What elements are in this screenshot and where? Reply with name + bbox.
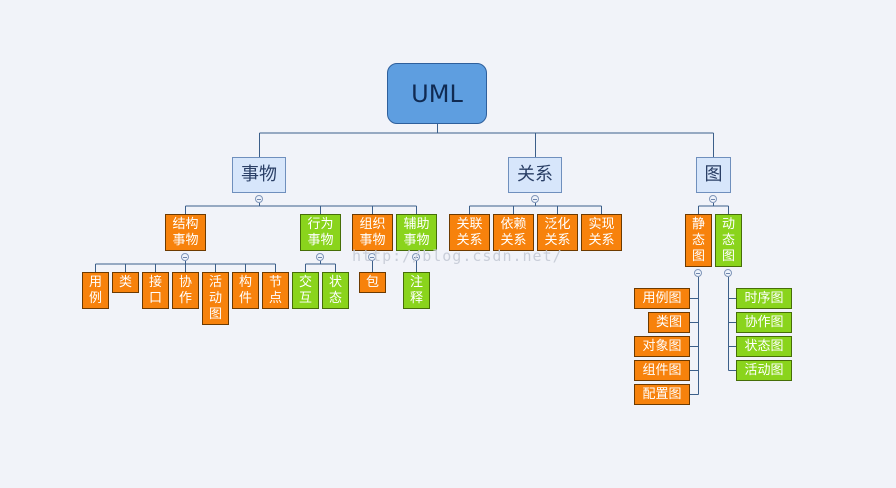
- dynamic-diagram-item[interactable]: 活动图: [736, 360, 792, 381]
- root-node-uml[interactable]: UML: [387, 63, 487, 124]
- collapse-diagrams[interactable]: [709, 195, 717, 203]
- collapse-grouping[interactable]: [368, 253, 376, 261]
- collapse-static[interactable]: [694, 269, 702, 277]
- node-grouping-things[interactable]: 组织事物: [352, 214, 393, 251]
- category-relations[interactable]: 关系: [508, 157, 562, 193]
- relation-dependency[interactable]: 依赖关系: [493, 214, 534, 251]
- collapse-behavioral[interactable]: [316, 253, 324, 261]
- grouping-child[interactable]: 包: [359, 272, 386, 293]
- structural-child[interactable]: 活动图: [202, 272, 229, 325]
- behavioral-child[interactable]: 状态: [322, 272, 349, 309]
- node-structural-things[interactable]: 结构事物: [165, 214, 206, 251]
- watermark: http://blog.csdn.net/: [352, 247, 563, 265]
- static-diagram-item[interactable]: 组件图: [634, 360, 690, 381]
- static-diagram-item[interactable]: 用例图: [634, 288, 690, 309]
- node-dynamic-diagrams[interactable]: 动态图: [715, 214, 742, 267]
- relation-generalization[interactable]: 泛化关系: [537, 214, 578, 251]
- relation-realization[interactable]: 实现关系: [581, 214, 622, 251]
- node-behavioral-things[interactable]: 行为事物: [300, 214, 341, 251]
- static-diagram-item[interactable]: 对象图: [634, 336, 690, 357]
- structural-child[interactable]: 接口: [142, 272, 169, 309]
- structural-child[interactable]: 类: [112, 272, 139, 293]
- behavioral-child[interactable]: 交互: [292, 272, 319, 309]
- dynamic-diagram-item[interactable]: 时序图: [736, 288, 792, 309]
- annotational-child[interactable]: 注释: [403, 272, 430, 309]
- static-diagram-item[interactable]: 配置图: [634, 384, 690, 405]
- collapse-structural[interactable]: [181, 253, 189, 261]
- collapse-dynamic[interactable]: [724, 269, 732, 277]
- category-diagrams[interactable]: 图: [696, 157, 731, 193]
- structural-child[interactable]: 协作: [172, 272, 199, 309]
- node-static-diagrams[interactable]: 静态图: [685, 214, 712, 267]
- collapse-annotational[interactable]: [412, 253, 420, 261]
- relation-association[interactable]: 关联关系: [449, 214, 490, 251]
- collapse-things[interactable]: [255, 195, 263, 203]
- static-diagram-item[interactable]: 类图: [648, 312, 690, 333]
- structural-child[interactable]: 节点: [262, 272, 289, 309]
- structural-child[interactable]: 用例: [82, 272, 109, 309]
- collapse-relations[interactable]: [531, 195, 539, 203]
- category-things[interactable]: 事物: [232, 157, 286, 193]
- node-annotational-things[interactable]: 辅助事物: [396, 214, 437, 251]
- structural-child[interactable]: 构件: [232, 272, 259, 309]
- dynamic-diagram-item[interactable]: 协作图: [736, 312, 792, 333]
- dynamic-diagram-item[interactable]: 状态图: [736, 336, 792, 357]
